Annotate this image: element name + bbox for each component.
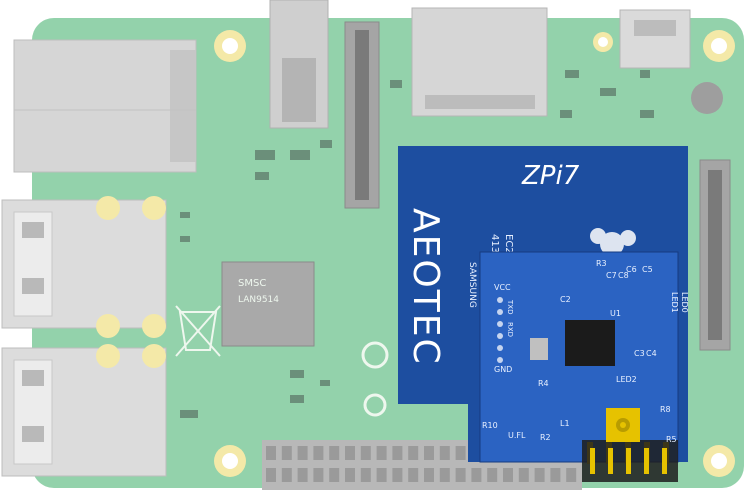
gpio-pin (329, 446, 340, 460)
micro-usb-port (619, 9, 691, 69)
c5-label: C5 (642, 265, 653, 274)
gpio-pin (376, 446, 387, 460)
led2-label: LED2 (616, 375, 637, 384)
raspberry-logo-icon (590, 228, 636, 256)
r3-label: R3 (596, 259, 607, 268)
led0-label: LED0 (680, 292, 689, 313)
chip-maker-label: SMSC (238, 278, 266, 289)
lan-chip: SMSC LAN9514 (221, 261, 315, 347)
c8-label: C8 (618, 271, 629, 280)
gpio-pin (281, 468, 292, 482)
gpio-pin (518, 468, 529, 482)
gpio-pin (345, 468, 355, 482)
gpio-pin (534, 468, 545, 482)
usb-port-lower (1, 347, 167, 477)
gpio-pin (297, 468, 308, 482)
gpio-pin (376, 468, 387, 482)
gpio-pin (503, 468, 513, 482)
gnd-label: GND (494, 365, 512, 374)
ethernet-port (13, 39, 197, 173)
usb-pads (96, 196, 166, 368)
c6-label: C6 (626, 265, 637, 274)
l1-label: L1 (560, 419, 570, 428)
gpio-pin (329, 468, 340, 482)
gpio-pin (439, 446, 450, 460)
gpio-pin (408, 446, 419, 460)
logo-mark-icon (361, 341, 389, 369)
ram-code: 413 (489, 234, 500, 253)
ufl-label: U.FL (508, 431, 526, 440)
gpio-pin (266, 446, 276, 460)
ram-brand: SAMSUNG (467, 262, 477, 308)
mounting-holes (214, 30, 735, 477)
zwave-daughterboard: VCC GND U.FL R10 R2 R3 R4 R5 R8 C5 C6 C7… (479, 251, 689, 482)
txd-label: TXD (506, 299, 514, 314)
gpio-pin (345, 446, 355, 460)
c4-label: C4 (646, 349, 657, 358)
gpio-pin (281, 446, 292, 460)
gpio-pin (266, 468, 276, 482)
gpio-pin (424, 446, 434, 460)
gpio-pin (360, 446, 371, 460)
gpio-pin (313, 468, 324, 482)
usb-port-upper (1, 199, 167, 329)
ram-chip: SAMSUNG 413 EC2 (467, 234, 514, 308)
recycle-bin-icon (175, 305, 221, 357)
c3-label: C3 (634, 349, 645, 358)
gpio-pin (550, 468, 561, 482)
gpio-pin (297, 446, 308, 460)
r5-label: R5 (666, 435, 677, 444)
gpio-pin (487, 468, 498, 482)
gpio-pin (360, 468, 371, 482)
gpio-pin (455, 468, 466, 482)
gpio-pin (566, 468, 577, 482)
zpi7-logo: ZPi7 (521, 161, 580, 191)
r2-label: R2 (540, 433, 551, 442)
gpio-pin (455, 446, 466, 460)
hdmi-port (411, 7, 548, 117)
ram-code2: EC2 (503, 234, 514, 254)
gpio-pin (392, 468, 403, 482)
u1-label: U1 (610, 309, 621, 318)
aeotec-logo: AEOTEC (405, 208, 446, 366)
r10-label: R10 (482, 421, 498, 430)
reset-pad (691, 82, 723, 114)
smd-components (180, 70, 654, 418)
gpio-pin (471, 468, 482, 482)
r8-label: R8 (660, 405, 671, 414)
chip-model-label: LAN9514 (238, 295, 279, 305)
gpio-pin (408, 468, 419, 482)
zwave-chip (565, 320, 615, 366)
gpio-pin (392, 446, 403, 460)
gpio-pin (313, 446, 324, 460)
gpio-pin (424, 468, 434, 482)
c7-label: C7 (606, 271, 617, 280)
vcc-label: VCC (494, 283, 511, 292)
rxd-label: RXD (506, 322, 514, 337)
r4-label: R4 (538, 379, 549, 388)
audio-jack (269, 0, 329, 129)
gpio-pin (439, 468, 450, 482)
c2-label: C2 (560, 295, 571, 304)
led1-label: LED1 (670, 292, 679, 313)
